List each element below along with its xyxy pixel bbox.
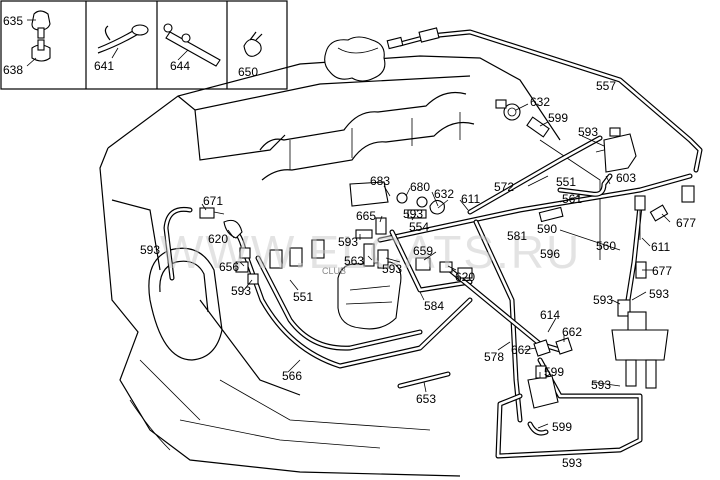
callout-611: 611 bbox=[651, 240, 670, 254]
hose-551-lower bbox=[255, 255, 423, 351]
fuel-distributor-center bbox=[337, 243, 402, 330]
hose-590 bbox=[538, 206, 564, 223]
callout-632: 632 bbox=[530, 95, 550, 109]
callout-572: 572 bbox=[494, 180, 514, 194]
callout-554: 554 bbox=[409, 220, 429, 234]
small-watermark: CLUB bbox=[322, 266, 346, 276]
hose-557 bbox=[386, 27, 703, 173]
valve-599-lower bbox=[527, 365, 559, 409]
callout-590: 590 bbox=[537, 222, 557, 236]
valve-632-top bbox=[495, 99, 521, 121]
inset-label-650: 650 bbox=[238, 65, 258, 79]
callout-614: 614 bbox=[540, 308, 560, 322]
callout-653: 653 bbox=[416, 392, 436, 406]
callout-593: 593 bbox=[578, 125, 598, 139]
callout-584: 584 bbox=[424, 299, 444, 313]
hose-593-left bbox=[163, 206, 193, 281]
inset-label-638: 638 bbox=[3, 63, 23, 77]
watermark: WWW.ELCATS.RU bbox=[160, 226, 581, 278]
connector-611 bbox=[634, 185, 695, 240]
hose-593-bottom bbox=[495, 357, 643, 459]
callout-593: 593 bbox=[591, 378, 611, 392]
hose-653 bbox=[397, 371, 451, 389]
valve-603 bbox=[595, 127, 637, 173]
valve-662 bbox=[533, 337, 573, 357]
inset-label-635: 635 bbox=[3, 14, 23, 28]
clamp-part-icon bbox=[26, 10, 51, 67]
valve-cluster-center bbox=[349, 181, 445, 239]
air-filter-housing bbox=[324, 36, 386, 82]
hose-572 bbox=[467, 135, 603, 215]
callout-593: 593 bbox=[140, 243, 160, 257]
callout-551: 551 bbox=[556, 175, 576, 189]
callout-611: 611 bbox=[461, 192, 480, 206]
callout-677: 677 bbox=[652, 264, 672, 278]
callout-593: 593 bbox=[562, 456, 582, 470]
inset-label-644: 644 bbox=[170, 59, 190, 73]
callout-680: 680 bbox=[410, 180, 430, 194]
callout-599: 599 bbox=[548, 111, 568, 125]
valve-659 bbox=[415, 257, 473, 279]
callout-665: 665 bbox=[356, 209, 376, 223]
injector-rail-left bbox=[269, 239, 325, 269]
callout-599: 599 bbox=[552, 420, 572, 434]
callout-662: 662 bbox=[562, 325, 582, 339]
callout-563: 563 bbox=[344, 254, 364, 268]
vacuum-unit-right bbox=[611, 299, 669, 389]
hose-560 bbox=[625, 203, 643, 303]
callout-671: 671 bbox=[203, 194, 223, 208]
callout-593: 593 bbox=[593, 293, 613, 307]
callout-551: 551 bbox=[293, 290, 313, 304]
hose-clip-icon bbox=[243, 31, 263, 57]
callout-593: 593 bbox=[382, 262, 402, 276]
inset-label-641: 641 bbox=[94, 59, 114, 73]
callout-620: 620 bbox=[455, 270, 475, 284]
callout-593: 593 bbox=[231, 284, 251, 298]
callout-656: 656 bbox=[219, 260, 239, 274]
callout-603: 603 bbox=[616, 171, 636, 185]
callout-620: 620 bbox=[208, 232, 228, 246]
callout-578: 578 bbox=[484, 350, 504, 364]
hose-561 bbox=[377, 173, 693, 243]
callout-581: 581 bbox=[507, 229, 527, 243]
fitting-671 bbox=[199, 207, 225, 219]
cable-tie-icon bbox=[97, 24, 149, 59]
hose-551-upper bbox=[557, 173, 613, 197]
callout-593: 593 bbox=[403, 207, 423, 221]
callout-662: 662 bbox=[511, 343, 531, 357]
engine-block-outline bbox=[99, 55, 621, 477]
callout-560: 560 bbox=[596, 239, 616, 253]
leader-lines bbox=[201, 103, 671, 429]
fitting-620-left bbox=[223, 219, 243, 239]
holder-strip-icon bbox=[163, 23, 221, 67]
callout-593: 593 bbox=[338, 235, 358, 249]
callout-561: 561 bbox=[562, 192, 582, 206]
hose-578 bbox=[473, 219, 523, 423]
callout-596: 596 bbox=[540, 247, 560, 261]
hose-599-pieces bbox=[526, 116, 550, 436]
callout-557: 557 bbox=[596, 79, 616, 93]
callout-593: 593 bbox=[649, 287, 669, 301]
callout-566: 566 bbox=[282, 369, 302, 383]
callout-632: 632 bbox=[434, 187, 454, 201]
callout-599: 599 bbox=[544, 365, 564, 379]
callout-683: 683 bbox=[370, 174, 390, 188]
callout-677: 677 bbox=[676, 216, 696, 230]
fitting-656 bbox=[235, 247, 259, 285]
hose-584 bbox=[389, 229, 473, 293]
callout-659: 659 bbox=[413, 244, 433, 258]
